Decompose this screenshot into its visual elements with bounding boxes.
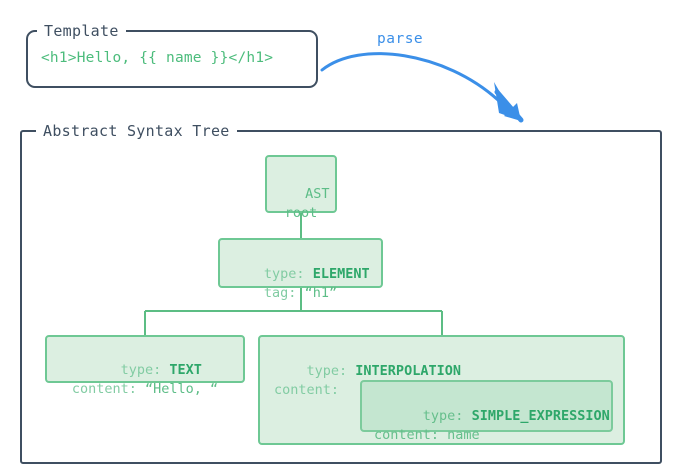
simple-content-key: content: <box>374 427 448 443</box>
interp-type-value: INTERPOLATION <box>355 363 461 379</box>
text-type-value: TEXT <box>169 362 202 378</box>
ast-panel-label: Abstract Syntax Tree <box>36 121 237 141</box>
parse-arrow-head <box>494 82 522 121</box>
ast-node-text: type: TEXT content: “Hello, “ <box>45 335 245 397</box>
text-type-key: type: <box>120 362 170 378</box>
parse-arrow-head-tip <box>504 103 521 121</box>
text-content-value: “Hello, “ <box>145 381 219 397</box>
template-panel: Template <h1>Hello, {{ name }}</h1> <box>26 21 318 88</box>
element-type-key: type: <box>263 266 313 282</box>
simple-type-key: type: <box>422 408 472 424</box>
template-code-text: <h1>Hello, {{ name }}</h1> <box>41 50 274 66</box>
simple-content-value: name <box>447 427 480 443</box>
template-panel-label: Template <box>37 21 126 41</box>
simple-type-value: SIMPLE_EXPRESSION <box>471 408 610 424</box>
text-content-key: content: <box>71 381 145 397</box>
ast-panel: Abstract Syntax Tree <box>20 121 662 464</box>
parse-label: parse <box>377 31 424 47</box>
element-type-value: ELEMENT <box>312 266 370 282</box>
ast-node-interpolation: type: INTERPOLATION content: type: SIMPL… <box>258 335 625 445</box>
parse-arrow-head-stem <box>494 89 524 123</box>
element-tag-value: “h1” <box>304 285 338 301</box>
parse-arrow-curve <box>320 52 500 102</box>
element-tag-key: tag: <box>263 285 305 301</box>
ast-node-element: type: ELEMENT tag: “h1” <box>218 238 383 301</box>
ast-node-simple-expression: type: SIMPLE_EXPRESSION content: name <box>360 380 613 443</box>
ast-node-root-line1: AST <box>305 186 330 202</box>
ast-node-root-line2: root <box>284 205 318 221</box>
interp-type-key: type: <box>306 363 356 379</box>
ast-node-root: AST root <box>265 155 337 221</box>
interp-content-key: content: <box>274 382 340 398</box>
